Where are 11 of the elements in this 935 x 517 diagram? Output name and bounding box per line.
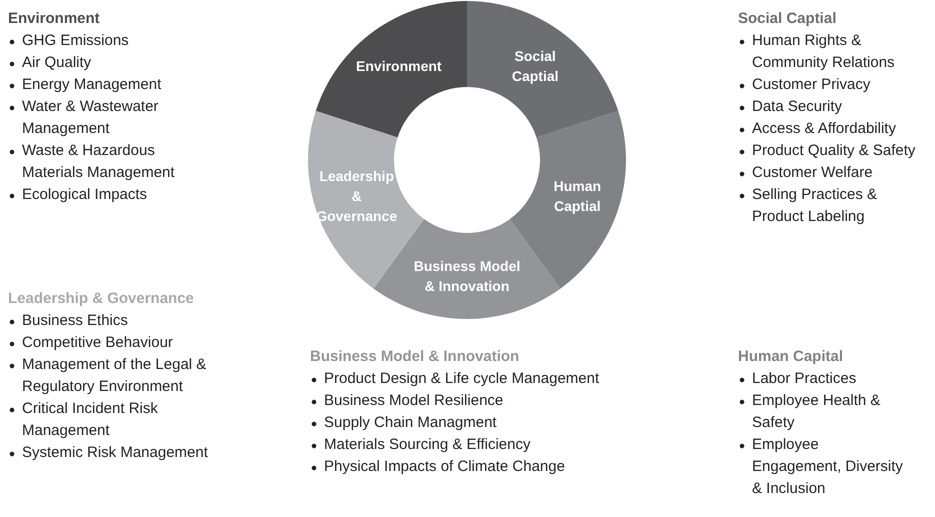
segment-label: Social Captial (512, 48, 559, 84)
donut-segment (467, 1, 618, 138)
section-heading: Business Model & Innovation (310, 347, 520, 367)
section-heading: Human Capital (738, 347, 844, 367)
donut-segment (316, 1, 467, 138)
segment-label: Environment (356, 58, 442, 74)
section-heading: Environment (8, 9, 101, 29)
segment-label: Human Captial (554, 178, 602, 214)
segment-label: Business Model & Innovation (414, 258, 520, 294)
section-heading: Leadership & Governance (8, 289, 195, 309)
section-heading: Social Captial (738, 9, 838, 29)
